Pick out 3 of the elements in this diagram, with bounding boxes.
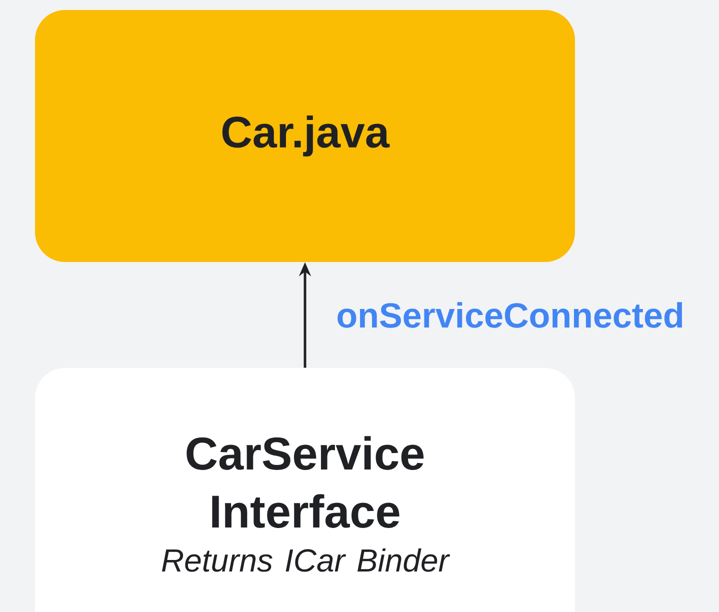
service-box: CarService Interface Returns ICar Binder: [35, 368, 575, 612]
file-box: Car.java: [35, 10, 575, 262]
edge-label: onServiceConnected: [335, 301, 686, 329]
